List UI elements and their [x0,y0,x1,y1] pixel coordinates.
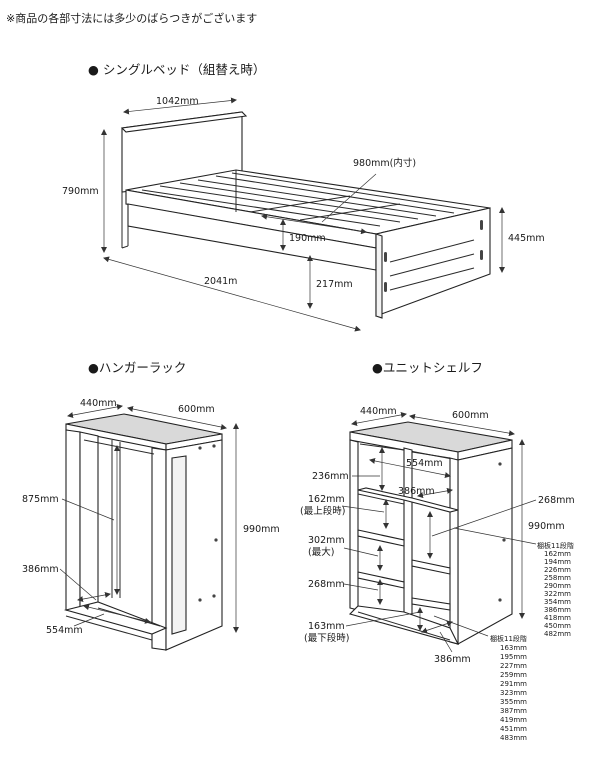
hanger-inner-depth-label: 386mm [22,564,59,575]
hanger-inner-width-label: 554mm [46,625,83,636]
right-step: 194mm [544,558,571,566]
shelf-bottom-gap-note: (最下段時) [304,632,349,644]
bed-side-height-label: 445mm [508,233,545,244]
right-step: 386mm [544,606,571,614]
shelf-right-gap-label: 268mm [538,495,575,506]
shelf-title: ●ユニットシェルフ [372,360,483,375]
left-steps-title: 棚板11段階 [490,634,527,643]
shelf-upper-gap-note: (最上段時) [300,505,345,517]
bed-inner-label: 980mm(内寸) [353,157,416,169]
right-step: 450mm [544,622,571,630]
bed-length-label: 2041m [204,276,237,287]
left-step: 355mm [500,698,527,706]
shelf-depth-inner-label: 386mm [398,486,435,497]
bed-height-label: 790mm [62,186,99,197]
left-step: 195mm [500,653,527,661]
bed-frame [125,169,491,319]
shelf-left-gap-label: 268mm [308,579,345,590]
right-steps-list: 162mm 194mm 226mm 258mm 290mm 322mm 354m… [544,550,571,638]
right-step: 322mm [544,590,571,598]
unit-shelf-drawing [348,421,513,645]
unit-shelf-section: ●ユニットシェルフ [300,360,575,742]
left-step: 387mm [500,707,527,715]
bed-clearance-label: 190mm [289,233,326,244]
bed-headboard [120,111,248,249]
left-step: 291mm [500,680,527,688]
left-step: 227mm [500,662,527,670]
bed-title: ● シングルベッド（組替え時） [88,62,265,77]
shelf-upper-gap-label: 162mm [308,494,345,505]
left-step: 259mm [500,671,527,679]
right-step: 482mm [544,630,571,638]
hanger-inner-height-label: 875mm [22,494,59,505]
left-step: 163mm [500,644,527,652]
right-step: 258mm [544,574,571,582]
single-bed-section: ● シングルベッド（組替え時） [62,62,545,332]
shelf-mid-gap-label: 302mm [308,535,345,546]
hanger-height-label: 990mm [243,524,280,535]
right-step: 290mm [544,582,571,590]
shelf-top-gap-label: 236mm [312,471,349,482]
variance-note: ※商品の各部寸法には多少のばらつきがございます [6,11,257,25]
left-step: 419mm [500,716,527,724]
bed-under-label: 217mm [316,279,353,290]
hanger-title: ●ハンガーラック [88,360,186,375]
left-step: 323mm [500,689,527,697]
right-step: 354mm [544,598,571,606]
left-steps-list: 163mm 195mm 227mm 259mm 291mm 323mm 355m… [500,644,527,742]
hanger-width-label: 600mm [178,404,215,415]
shelf-mid-gap-note: (最大) [308,546,334,558]
right-steps-title: 棚板11段階 [537,541,574,550]
shelf-width-label: 600mm [452,410,489,421]
shelf-height-label: 990mm [528,521,565,532]
shelf-depth-label: 440mm [360,406,397,417]
hanger-rack-drawing [63,413,223,651]
left-step: 483mm [500,734,527,742]
bed-width-label: 1042mm [156,96,199,107]
right-step: 162mm [544,550,571,558]
shelf-bottom-depth-label: 386mm [434,654,471,665]
right-step: 226mm [544,566,571,574]
hanger-depth-label: 440mm [80,398,117,409]
right-step: 418mm [544,614,571,622]
shelf-bottom-gap-label: 163mm [308,621,345,632]
left-step: 451mm [500,725,527,733]
shelf-inner-width-label: 554mm [406,458,443,469]
hanger-rack-section: ●ハンガーラック [22,360,280,651]
